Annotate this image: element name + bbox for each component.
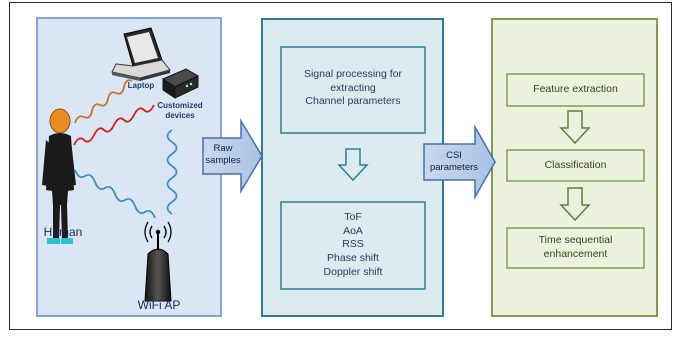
red-wave xyxy=(73,104,155,146)
customized-device-icon xyxy=(161,68,200,99)
csi-parameters-label: CSI parameters xyxy=(429,150,479,174)
figure-frame xyxy=(9,2,672,330)
time-sequential-text: Time sequential enhancement xyxy=(538,234,613,260)
laptop-label: Laptop xyxy=(127,81,155,90)
raw-samples-label: Raw samples xyxy=(205,143,241,167)
down-arrow-right-1 xyxy=(559,110,591,145)
human-label: Human xyxy=(43,225,83,239)
raw-samples-arrow xyxy=(202,118,263,194)
channel-parameters-box xyxy=(280,201,426,290)
time-sequential-box xyxy=(506,227,645,269)
signal-processing-box xyxy=(280,46,426,134)
feature-extraction-box xyxy=(506,73,645,107)
down-arrow-middle xyxy=(337,148,369,182)
blue-wave-diagonal xyxy=(74,169,156,219)
feature-extraction-text: Feature extraction xyxy=(533,83,618,95)
customized-devices-label: Customized devices xyxy=(157,101,203,121)
channel-parameters-text: ToF AoA RSS Phase shift Doppler shift xyxy=(323,211,383,278)
wifi-ap-label: WiFi AP xyxy=(137,298,181,312)
wifi-ap-icon xyxy=(144,221,172,302)
orange-wave xyxy=(74,79,133,124)
classification-text: Classification xyxy=(544,159,607,171)
human-icon xyxy=(42,108,76,244)
signal-processing-text: Signal processing for extracting Channel… xyxy=(303,68,403,108)
laptop-icon xyxy=(111,27,171,81)
csi-parameters-arrow xyxy=(423,124,496,200)
blue-wave-vertical xyxy=(166,129,178,215)
down-arrow-right-2 xyxy=(559,187,591,222)
classification-box xyxy=(506,149,645,182)
